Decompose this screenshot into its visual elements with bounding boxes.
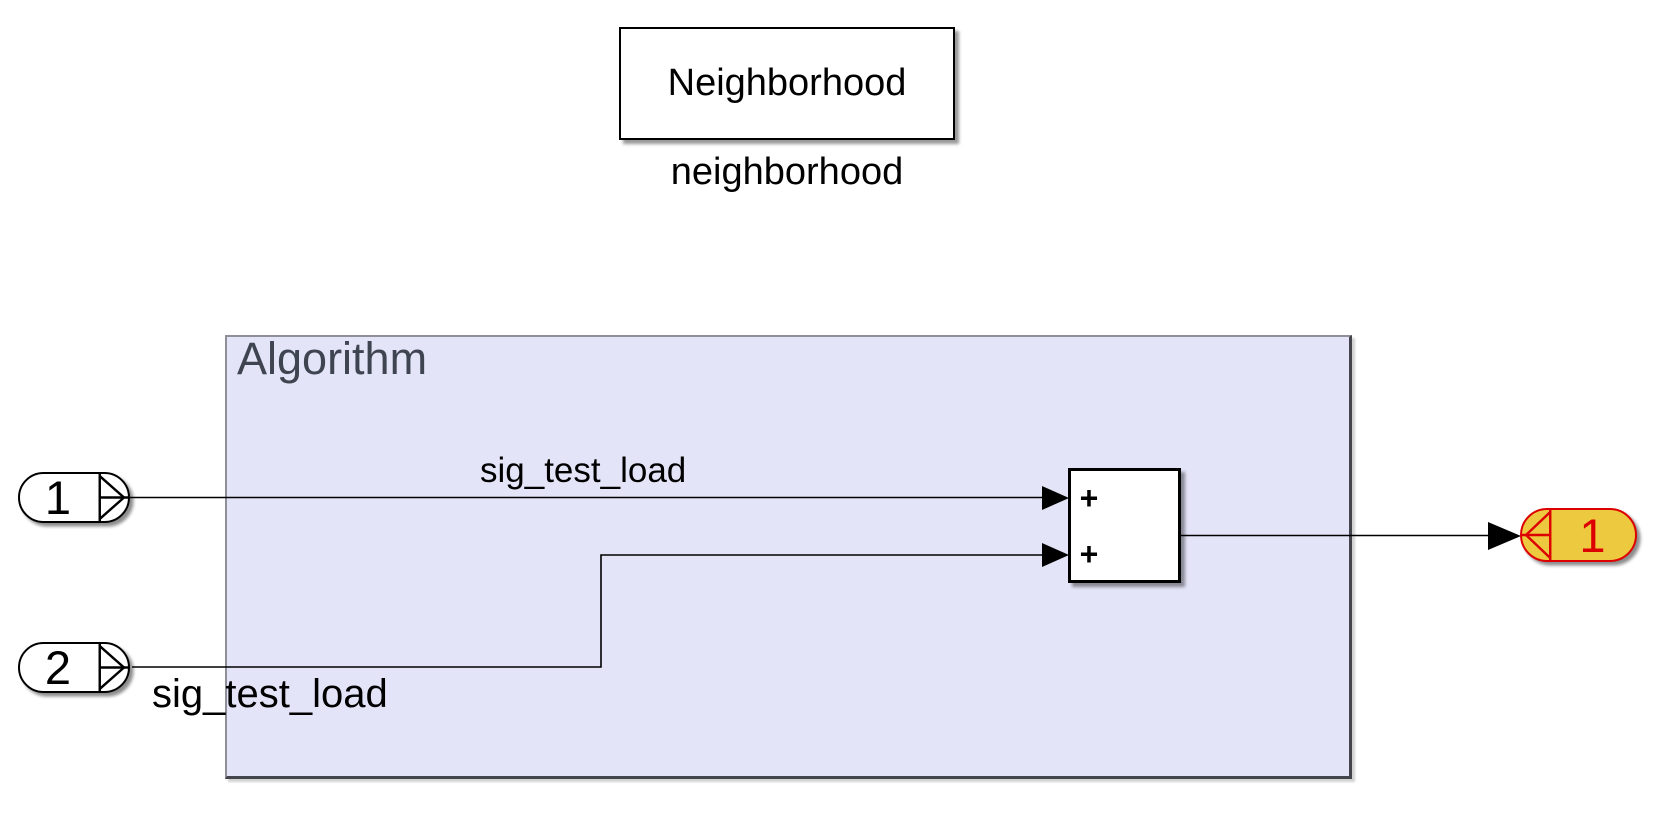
- inport-2-number: 2: [44, 641, 72, 694]
- inport-arrow-icon: [98, 474, 128, 521]
- neighborhood-block-label: Neighborhood: [667, 62, 907, 104]
- signal-wire-inport2-to-sum[interactable]: [132, 554, 1043, 668]
- outport-1-number: 1: [1579, 508, 1606, 562]
- inport-1-number: 1: [44, 471, 72, 524]
- algorithm-area-label[interactable]: Algorithm: [237, 333, 428, 384]
- inport-1-block[interactable]: 1: [18, 471, 130, 524]
- sum-block[interactable]: + +: [1068, 468, 1181, 583]
- sum-plus-sign-2: +: [1079, 536, 1099, 572]
- signal-label-wire2[interactable]: sig_test_load: [152, 672, 388, 716]
- outport-1-block[interactable]: 1: [1520, 508, 1637, 562]
- wire-arrowhead-sum-input1-icon: [1042, 486, 1069, 510]
- signal-label-wire1[interactable]: sig_test_load: [480, 451, 687, 490]
- wire-arrowhead-outport-icon: [1488, 522, 1521, 550]
- neighborhood-subsystem-block[interactable]: Neighborhood: [619, 27, 955, 140]
- outport-arrow-icon: [1522, 510, 1552, 560]
- wire-arrowhead-sum-input2-icon: [1042, 543, 1069, 567]
- inport-2-block[interactable]: 2: [18, 641, 130, 694]
- sum-plus-sign-1: +: [1079, 480, 1099, 516]
- inport-arrow-icon: [98, 644, 128, 691]
- neighborhood-block-caption[interactable]: neighborhood: [670, 151, 904, 193]
